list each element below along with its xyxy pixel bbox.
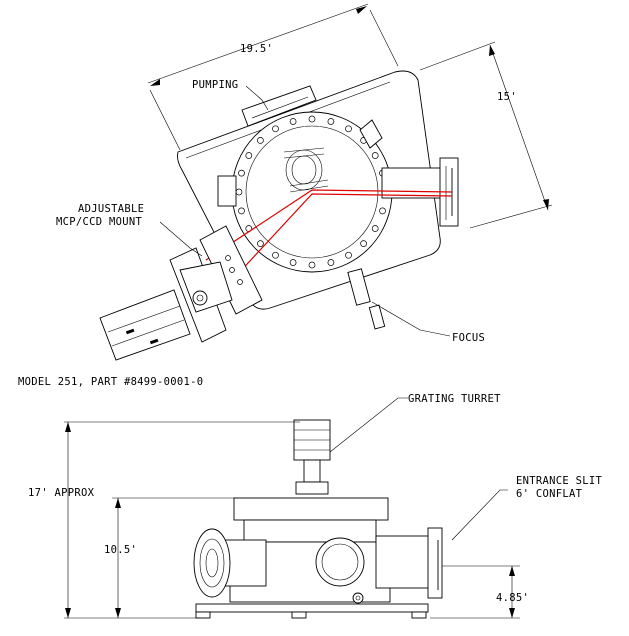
focus-actuator (347, 268, 451, 337)
dimension-width: 19.5' (147, 3, 399, 151)
focus-label: FOCUS (452, 332, 485, 344)
adjustable-label-line2: MCP/CCD MOUNT (56, 216, 142, 228)
grating-turret (293, 419, 331, 495)
flange-bolt (238, 169, 245, 177)
flange-bolt (272, 251, 279, 259)
flange-bolt (235, 188, 243, 196)
height-total-label: 17' APPROX (28, 487, 95, 499)
top-view: 19.5' 15' PUMPING (56, 3, 553, 361)
dimension-slit-height (430, 565, 520, 619)
grating-turret-label: GRATING TURRET (408, 393, 501, 405)
flange-bolt (308, 261, 316, 269)
flange-bolt (289, 259, 297, 266)
dimension-depth: 15' (419, 41, 553, 229)
mcp-ccd-mount (99, 225, 263, 361)
chamber-side (193, 497, 443, 604)
pumping-label: PUMPING (192, 79, 238, 91)
flange-bolt (289, 118, 297, 125)
flange-bolt (360, 240, 367, 247)
flange-bolt (371, 225, 379, 232)
grating-turret-leader (329, 397, 408, 453)
entrance-slit-label-line2: 6' CONFLAT (516, 488, 583, 500)
flange-bolt (245, 152, 253, 159)
flange-bolt (345, 251, 352, 259)
entrance-slit-leader (451, 489, 508, 541)
entrance-slit-label-line1: ENTRANCE SLIT (516, 475, 602, 487)
flange-bolt (257, 240, 264, 247)
adjustable-label-line1: ADJUSTABLE (78, 203, 144, 215)
flange-bolt (272, 125, 279, 133)
flange-bolt (345, 125, 352, 133)
dimension-width-label: 19.5' (240, 43, 273, 55)
flange-bolt (327, 118, 335, 125)
height-body-label: 10.5' (104, 544, 137, 556)
base-plate (195, 603, 429, 619)
optical-path (205, 189, 453, 277)
flange-bolt (371, 152, 379, 159)
model-label: MODEL 251, PART #8499-0001-0 (18, 376, 203, 388)
side-view: GRATING TURRET (28, 393, 602, 619)
main-chamber (231, 111, 393, 273)
flange-bolt (327, 259, 335, 266)
flange-bolt (308, 115, 316, 123)
pumping-port (241, 85, 317, 127)
dimension-depth-label: 15' (497, 91, 517, 103)
left-port (217, 175, 237, 207)
flange-bolt (379, 207, 386, 215)
flange-bolt (238, 207, 245, 215)
flange-bolt (257, 137, 264, 144)
side-port (359, 119, 383, 149)
dimension-body-height (112, 497, 238, 618)
dimension-total-height (64, 421, 300, 619)
height-slit-label: 4.85' (496, 592, 529, 604)
